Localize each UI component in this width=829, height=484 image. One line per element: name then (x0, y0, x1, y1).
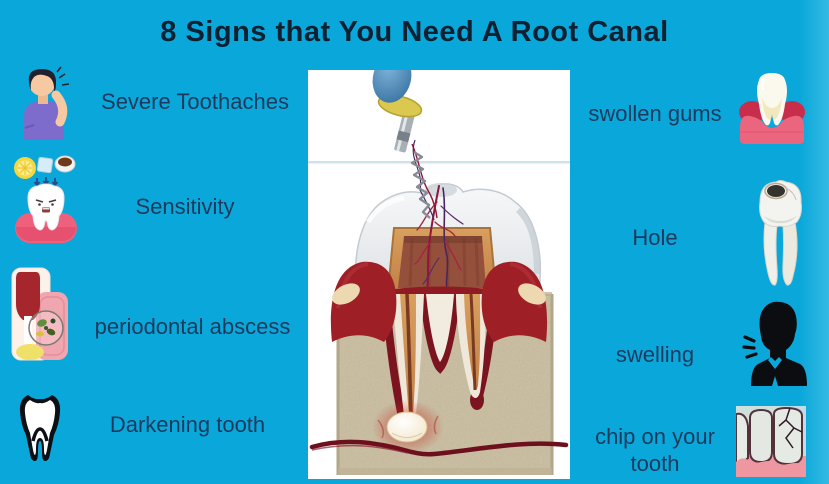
tooth-in-swollen-gums-icon (738, 70, 806, 146)
sign-label-chip-on-your-tooth: chip on your tooth (595, 424, 715, 476)
sign-label-severe-toothaches: Severe Toothaches (101, 89, 289, 114)
tooth-roots (392, 293, 486, 428)
sign-label-hole: Hole (632, 225, 678, 250)
person-holding-cheek-toothache-icon (14, 66, 72, 140)
pulp-blood-vessels (414, 185, 464, 293)
root-tip-abscess (372, 400, 444, 454)
tooth-with-cold-hot-foods-icon (13, 153, 79, 245)
black-tooth-outline-icon (16, 391, 64, 463)
horizontal-blood-vessel (309, 439, 569, 457)
infographic-title: 8 Signs that You Need A Root Canal (160, 16, 669, 48)
root-canal-illustration-panel (308, 53, 570, 479)
sign-label-swollen-gums: swollen gums (588, 101, 722, 126)
pulp-chamber-cutaway (386, 227, 498, 293)
molar-with-cavity-hole-icon (750, 176, 810, 292)
tooth-cross-section-abscess-icon (10, 266, 70, 362)
man-silhouette-jaw-pain-icon (742, 300, 808, 386)
chipped-front-teeth-icon (736, 406, 806, 477)
sign-label-periodontal-abscess: periodontal abscess (94, 314, 291, 339)
root-canal-procedure-cross-section (308, 53, 570, 475)
sign-label-darkening-tooth: Darkening tooth (109, 412, 266, 437)
background-horizon-line (308, 161, 570, 164)
sign-label-swelling: swelling (615, 342, 695, 367)
sign-label-sensitivity: Sensitivity (135, 194, 235, 219)
gums (330, 261, 548, 342)
